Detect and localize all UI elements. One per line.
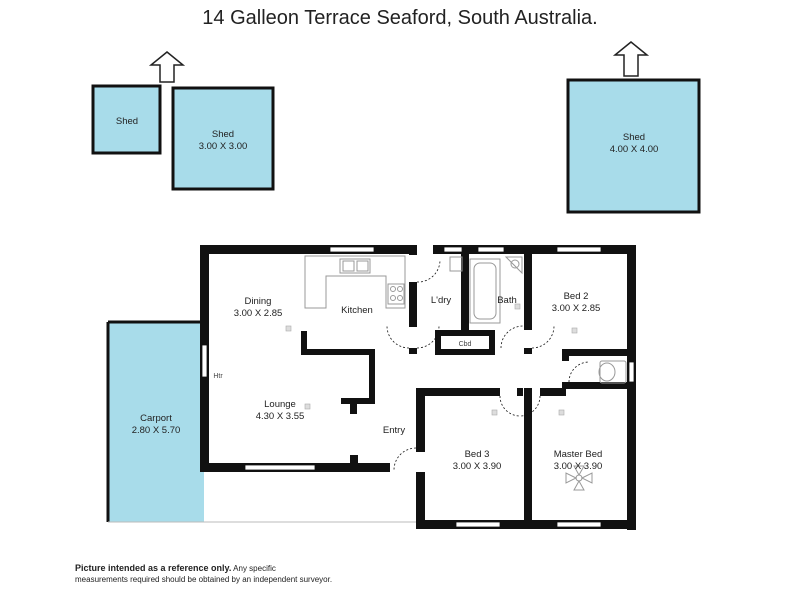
carport-size: 2.80 X 5.70 xyxy=(132,425,181,436)
disclaimer-bold: Picture intended as a reference only. xyxy=(75,563,232,573)
carport-label: Carport xyxy=(140,413,172,424)
shed-medium-label: Shed xyxy=(212,129,234,140)
kitchen-label: Kitchen xyxy=(341,305,373,316)
bed3-label: Bed 3 xyxy=(465,449,490,460)
door-swings xyxy=(386,259,590,471)
cupboard xyxy=(441,336,489,349)
heater-label: Htr xyxy=(213,373,223,380)
carport: Carport 2.80 X 5.70 xyxy=(106,320,420,523)
lounge-size: 4.30 X 3.55 xyxy=(256,411,305,422)
disclaimer-line2: measurements required should be obtained… xyxy=(75,575,333,584)
shed-large-size: 4.00 X 4.00 xyxy=(610,144,659,155)
shed-small-label: Shed xyxy=(116,116,138,127)
shed-small: Shed xyxy=(91,84,162,155)
lounge-label: Lounge xyxy=(264,399,296,410)
light-markers xyxy=(285,303,578,416)
bed3-size: 3.00 X 3.90 xyxy=(453,461,502,472)
bath-label: Bath xyxy=(497,295,517,306)
ceiling-fan-icon xyxy=(565,465,593,491)
disclaimer-line1: Any specific xyxy=(233,564,276,573)
shed-medium: Shed 3.00 X 3.00 xyxy=(171,86,275,191)
laundry-label: L'dry xyxy=(431,295,452,306)
shed-medium-size: 3.00 X 3.00 xyxy=(199,141,248,152)
direction-arrow-icon xyxy=(612,41,650,77)
entry-label: Entry xyxy=(383,425,405,436)
master-bed-size: 3.00 X 3.90 xyxy=(554,461,603,472)
kitchen-fixtures xyxy=(304,255,406,309)
shed-large: Shed 4.00 X 4.00 xyxy=(566,78,701,214)
dining-label: Dining xyxy=(245,296,272,307)
plan-title: 14 Galleon Terrace Seaford, South Austra… xyxy=(202,7,598,29)
master-bed-label: Master Bed xyxy=(554,449,603,460)
shed-large-label: Shed xyxy=(623,132,645,143)
direction-arrow-icon xyxy=(148,51,186,83)
disclaimer: Picture intended as a reference only. An… xyxy=(75,563,332,585)
interior-walls xyxy=(301,245,636,523)
dining-size: 3.00 X 2.85 xyxy=(234,308,283,319)
bed2-size: 3.00 X 2.85 xyxy=(552,303,601,314)
wet-area-fixtures xyxy=(449,256,627,384)
bed2-label: Bed 2 xyxy=(564,291,589,302)
cupboard-label: Cbd xyxy=(459,341,472,348)
